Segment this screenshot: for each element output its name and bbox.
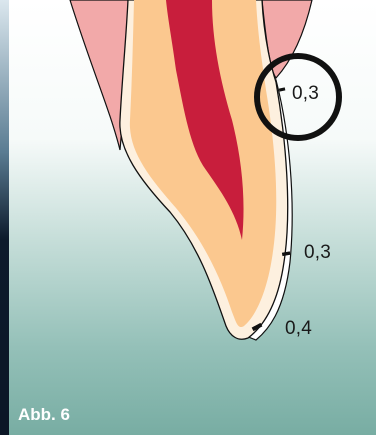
- figure-caption: Abb. 6: [18, 405, 70, 425]
- measurement-label-mid: 0,3: [304, 242, 331, 264]
- left-edge-strip: [0, 0, 9, 435]
- measurement-label-cervical: 0,3: [292, 83, 319, 105]
- measurement-label-incisal: 0,4: [285, 318, 312, 340]
